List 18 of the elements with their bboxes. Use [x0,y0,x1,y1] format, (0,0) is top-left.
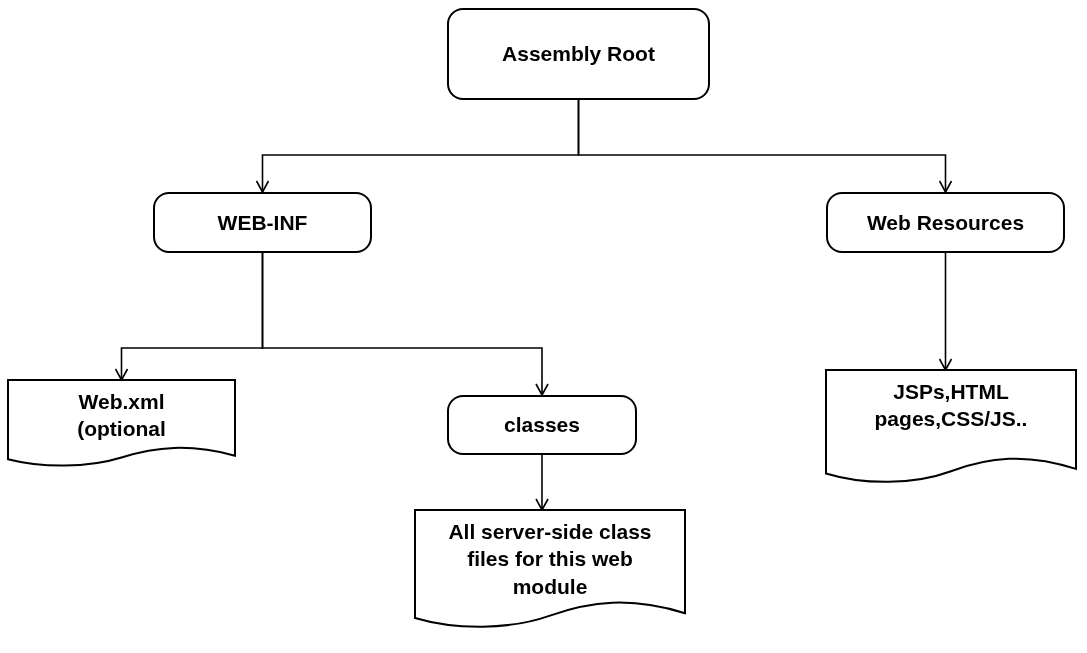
arrow [261,252,549,396]
process-box [447,8,710,100]
process-box [447,395,637,455]
node-label: Web.xml (optional [76,389,167,443]
document-shape [8,380,235,468]
arrow [938,252,953,371]
process-box [826,192,1065,253]
node-label: classes [504,413,580,437]
arrow [535,454,549,511]
node-label: Web Resources [866,210,1025,235]
arrow [577,99,953,193]
process-box [153,192,372,253]
node-label: All server-side class files for this web module [447,519,653,600]
node-label: WEB-INF [217,210,308,235]
document-shape [415,510,685,630]
node-label: Assembly Root [502,42,655,66]
document-shape [826,370,1076,485]
node-label: JSPs,HTML pages,CSS/JS.. [873,379,1029,433]
